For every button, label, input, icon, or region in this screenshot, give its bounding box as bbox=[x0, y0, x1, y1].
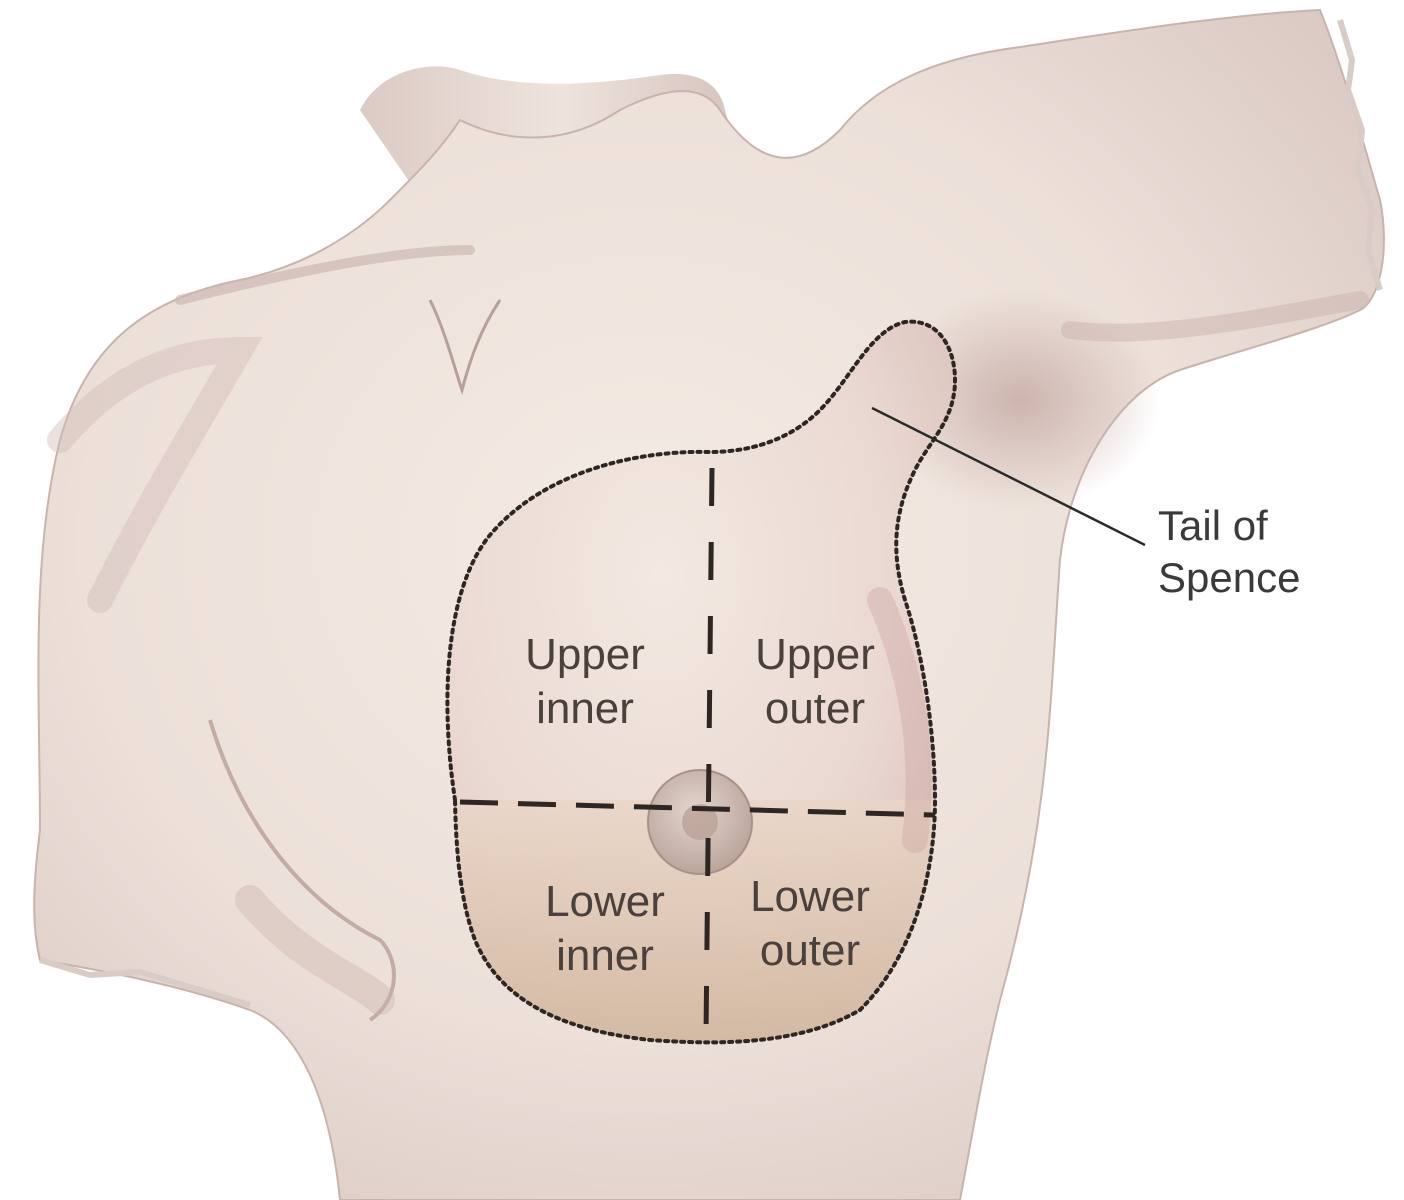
arm-underside-shade bbox=[1061, 291, 1369, 342]
torn-edge-bottom bbox=[39, 957, 251, 1008]
label-lower-inner: Lower inner bbox=[545, 877, 665, 980]
left-breast-shade bbox=[235, 885, 395, 1015]
deltoid-shade bbox=[47, 336, 263, 613]
lower-quadrant-tint bbox=[455, 800, 935, 1043]
label-tail-of-spence: Tail of Spence bbox=[1158, 502, 1301, 601]
nipple bbox=[682, 804, 718, 840]
neck-notch bbox=[428, 299, 502, 396]
armpit-shade bbox=[880, 290, 1160, 510]
torn-edge-right bbox=[1337, 19, 1383, 291]
label-upper-inner: Upper inner bbox=[525, 630, 645, 733]
label-lower-outer: Lower outer bbox=[750, 872, 870, 975]
tail-leader-line bbox=[871, 406, 1146, 547]
breast-tissue-outline bbox=[445, 319, 958, 1045]
vertical-divider bbox=[703, 467, 715, 1036]
breast-edge-shade bbox=[867, 587, 932, 853]
left-breast-contour bbox=[208, 719, 396, 1022]
label-upper-outer: Upper outer bbox=[755, 630, 875, 733]
horizontal-divider bbox=[459, 799, 936, 818]
clavicle-shade bbox=[175, 245, 475, 305]
